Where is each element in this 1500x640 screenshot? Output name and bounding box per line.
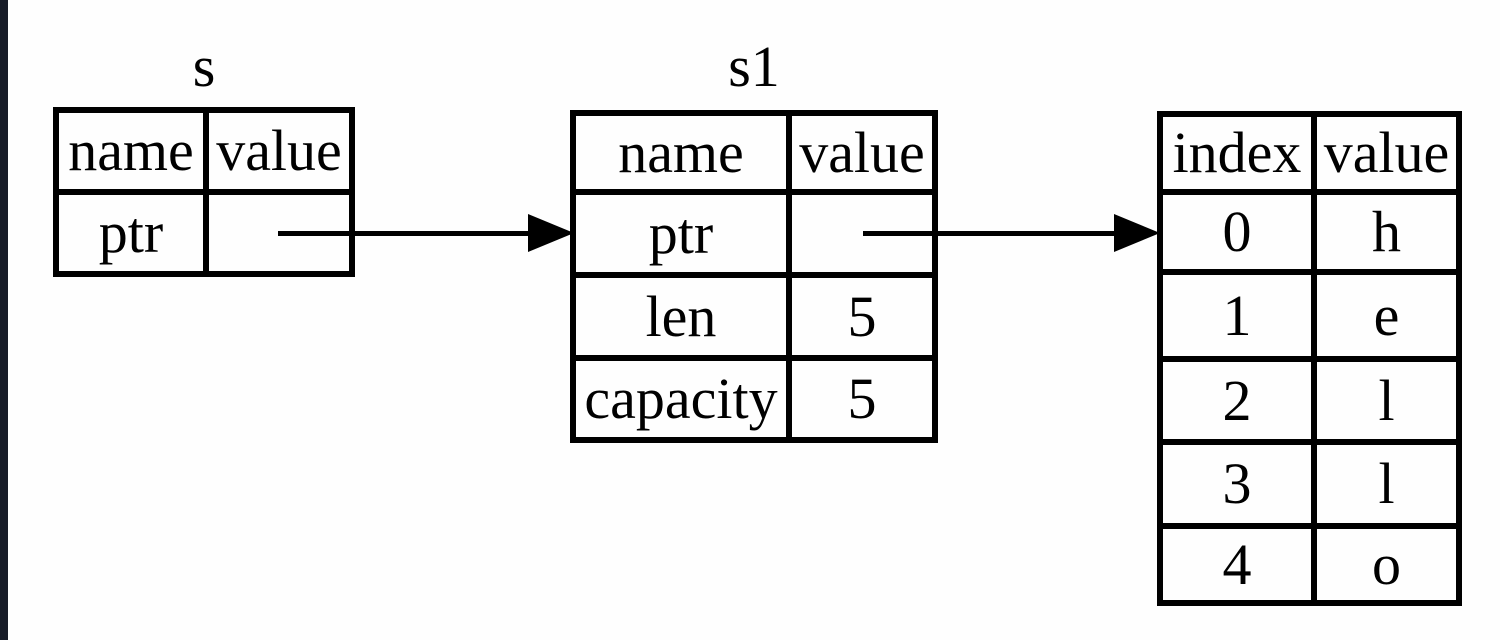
cell-s-ptr-name: ptr [59, 195, 203, 271]
cell-s1-capacity-value: 5 [792, 361, 932, 437]
cell-s1-len-value: 5 [792, 278, 932, 355]
column-header-index: index [1163, 117, 1311, 189]
column-header-name: name [576, 116, 786, 189]
cell-heap-3-value: l [1317, 445, 1456, 523]
cell-s1-capacity-name: capacity [576, 361, 786, 437]
table-title-s1: s1 [728, 34, 780, 99]
cell-heap-1-value: e [1317, 275, 1456, 356]
cell-heap-2-value: l [1317, 362, 1456, 439]
cell-s1-ptr-name: ptr [576, 195, 786, 272]
heap-table: index value 0 h 1 e 2 l 3 l 4 o [1157, 111, 1462, 606]
cell-s1-len-name: len [576, 278, 786, 355]
window-edge-strip [0, 0, 8, 640]
column-header-value: value [209, 113, 349, 189]
column-header-value: value [1317, 117, 1456, 189]
column-header-name: name [59, 113, 203, 189]
cell-heap-0-index: 0 [1163, 195, 1311, 269]
pointer-arrow-s-to-s1-arrowhead-icon [528, 214, 574, 252]
pointer-arrow-s1-to-heap-line [863, 231, 1116, 236]
cell-heap-0-value: h [1317, 195, 1456, 269]
stack-table-s: name value ptr [53, 107, 355, 277]
pointer-arrow-s-to-s1-line [278, 231, 530, 236]
stack-table-s1: name value ptr len 5 capacity 5 [570, 110, 938, 443]
cell-heap-1-index: 1 [1163, 275, 1311, 356]
column-header-value: value [792, 116, 932, 189]
pointer-arrow-s1-to-heap-arrowhead-icon [1114, 214, 1160, 252]
cell-heap-4-value: o [1317, 529, 1456, 600]
table-title-s: s [192, 34, 216, 99]
cell-heap-2-index: 2 [1163, 362, 1311, 439]
cell-heap-3-index: 3 [1163, 445, 1311, 523]
cell-heap-4-index: 4 [1163, 529, 1311, 600]
